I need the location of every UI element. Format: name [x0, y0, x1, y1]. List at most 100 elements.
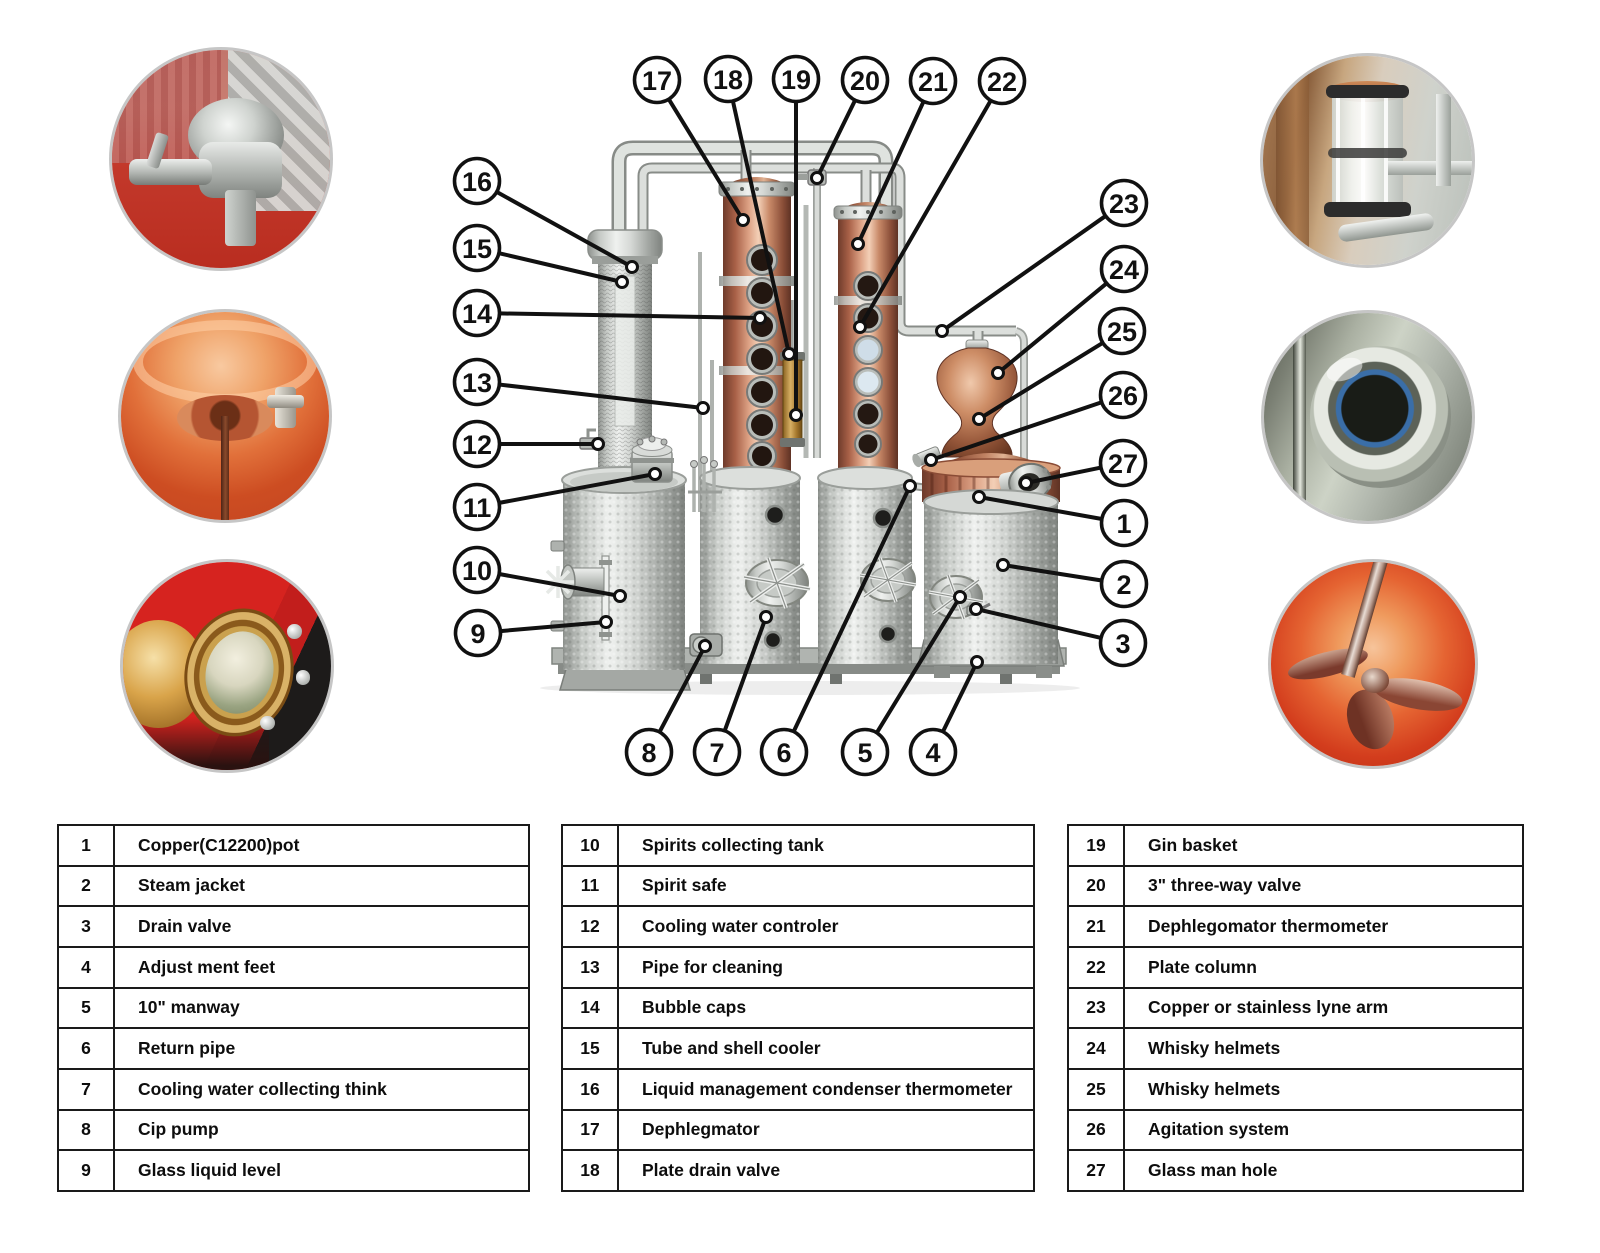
tank-manway: [859, 557, 917, 603]
spirits-collecting-tank: [542, 435, 691, 691]
callout-number-3: 3: [1115, 629, 1130, 659]
condenser-pipe: [614, 143, 891, 242]
pump-bracket: [225, 189, 256, 247]
leader-dot-15: [615, 275, 629, 289]
callout-25: [1097, 306, 1147, 356]
legend-row-label: Spirits collecting tank: [617, 824, 1035, 867]
callout-10: [452, 545, 502, 595]
legend-row-label: Dephlegomator thermometer: [1123, 905, 1524, 948]
interior-valve-arm: [266, 395, 305, 408]
callout-6: [759, 727, 809, 777]
callout-26: [1098, 370, 1148, 420]
legend-row-label: Whisky helmets: [1123, 1067, 1524, 1111]
legend-row-label: Bubble caps: [617, 986, 1035, 1030]
legend-row-label: Adjust ment feet: [113, 945, 530, 989]
leader-dot-5: [953, 590, 967, 604]
callout-number-13: 13: [462, 368, 492, 398]
leader-line-15: [496, 251, 624, 284]
legend-row-label: Return pipe: [113, 1027, 530, 1070]
legend-row-label: Plate drain valve: [617, 1149, 1035, 1192]
callout-20: [840, 55, 890, 105]
callout-18: [703, 54, 753, 104]
leader-dot-26: [924, 453, 938, 467]
callout-15: [452, 223, 502, 273]
copper-column-background: [1275, 56, 1309, 265]
leader-line-9: [498, 620, 608, 634]
callout-9: [453, 608, 503, 658]
leader-dot-8: [698, 639, 712, 653]
leader-dot-2: [996, 558, 1010, 572]
leader-line-2: [1001, 563, 1104, 583]
leader-line-26: [929, 400, 1104, 462]
drain-pipe: [220, 416, 230, 520]
legend-row-number: 27: [1067, 1149, 1125, 1192]
leader-line-16: [494, 189, 634, 269]
callout-2: [1099, 559, 1149, 609]
callout-number-25: 25: [1107, 317, 1137, 347]
legend-row-label: Cooling water controler: [617, 905, 1035, 948]
callout-1: [1099, 498, 1149, 548]
gasket-band: [1325, 85, 1410, 98]
callout-13: [452, 357, 502, 407]
leader-dot-11: [648, 467, 662, 481]
leader-dot-13: [696, 401, 710, 415]
leader-dot-1: [972, 490, 986, 504]
legend-row-label: Copper or stainless lyne arm: [1123, 986, 1524, 1030]
legend-row-number: 2: [57, 864, 115, 908]
weld-seam: [1293, 313, 1306, 521]
leader-dot-22: [853, 320, 867, 334]
leader-line-21: [856, 99, 926, 246]
legend-row-number: 5: [57, 986, 115, 1030]
legend-row-number: 20: [1067, 864, 1125, 908]
copper-pot-steam-jacket: [917, 489, 1065, 678]
callout-number-19: 19: [781, 65, 811, 95]
photo-gin-basket: [1263, 56, 1472, 265]
legend-row-number: 15: [561, 1027, 619, 1070]
legend-row-number: 21: [1067, 905, 1125, 948]
legend-row-number: 11: [561, 864, 619, 908]
callout-17: [632, 55, 682, 105]
gin-basket: [780, 352, 805, 447]
legend-row-label: Steam jacket: [113, 864, 530, 908]
photo-sight-glass: [1264, 313, 1472, 521]
legend-row-number: 3: [57, 905, 115, 948]
leader-line-14: [497, 311, 762, 320]
leader-line-7: [722, 615, 768, 733]
legend-row-number: 14: [561, 986, 619, 1030]
legend-row-number: 24: [1067, 1027, 1125, 1070]
callout-24: [1099, 244, 1149, 294]
legend-row-number: 7: [57, 1067, 115, 1111]
leader-line-8: [657, 644, 707, 735]
leader-line-27: [1024, 465, 1103, 485]
legend-row-number: 16: [561, 1067, 619, 1111]
leader-line-6: [791, 484, 912, 734]
callout-16: [452, 156, 502, 206]
callout-number-10: 10: [462, 556, 492, 586]
legend-row-number: 6: [57, 1027, 115, 1070]
leader-line-5: [874, 595, 962, 735]
callout-5: [840, 727, 890, 777]
callout-number-17: 17: [642, 66, 672, 96]
legend-row-label: Gin basket: [1123, 824, 1524, 867]
leader-line-24: [996, 281, 1109, 375]
cip-manifold: [688, 456, 722, 512]
leader-lines: [494, 97, 1109, 735]
callout-22: [977, 56, 1027, 106]
leader-line-17: [666, 97, 745, 222]
callout-8: [624, 727, 674, 777]
